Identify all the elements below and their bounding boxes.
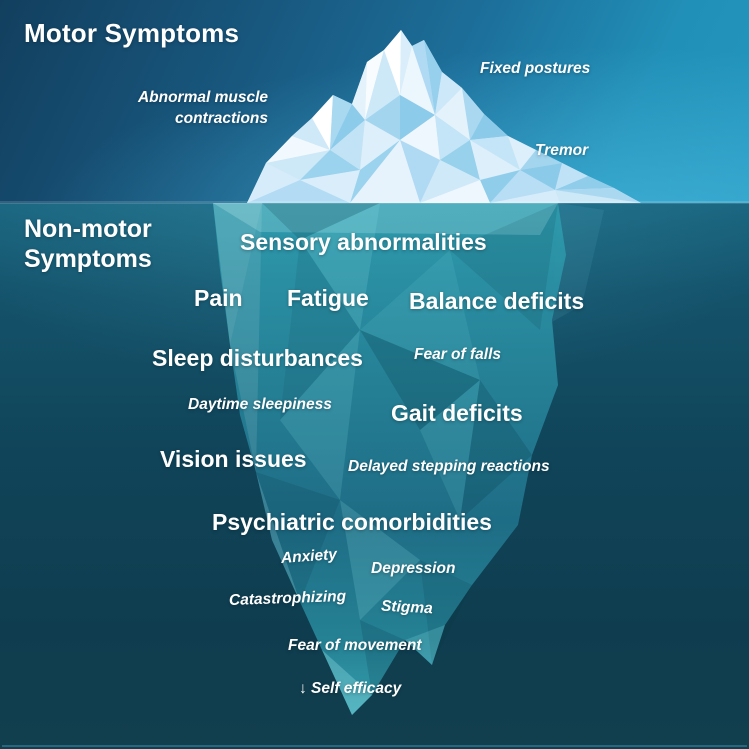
symptom-label-depression: Depression: [371, 560, 456, 577]
symptom-label-abnormal-muscle-contractions: Abnormal muscle contractions: [137, 89, 268, 127]
symptom-label-psychiatric-comorbidities: Psychiatric comorbidities: [212, 509, 492, 535]
symptom-label-sensory-abnormalities: Sensory abnormalities: [240, 229, 487, 255]
iceberg-below-water: [213, 203, 604, 715]
symptom-label-stigma: Stigma: [380, 597, 434, 618]
symptom-label-delayed-stepping-reactions: Delayed stepping reactions: [348, 458, 550, 475]
symptom-label-anxiety: Anxiety: [280, 546, 338, 567]
symptom-label-fatigue: Fatigue: [287, 285, 369, 311]
symptom-label-vision-issues: Vision issues: [160, 446, 307, 472]
symptom-label-tremor: Tremor: [535, 142, 589, 159]
non-motor-symptoms-header: Non-motor Symptoms: [24, 215, 152, 273]
iceberg-above-water: [247, 30, 641, 203]
symptom-label-fear-of-movement: Fear of movement: [288, 637, 422, 654]
symptom-label-balance-deficits: Balance deficits: [409, 288, 585, 314]
bottom-edge-line: [2, 745, 747, 747]
symptom-label-fear-of-falls: Fear of falls: [414, 346, 501, 363]
waterline: [0, 201, 749, 204]
symptom-label-sleep-disturbances: Sleep disturbances: [152, 345, 363, 371]
symptom-label-self-efficacy: ↓ Self efficacy: [299, 680, 402, 697]
symptom-label-fixed-postures: Fixed postures: [480, 60, 591, 77]
symptom-label-pain: Pain: [194, 285, 243, 311]
motor-symptoms-header: Motor Symptoms: [24, 18, 240, 48]
symptom-label-gait-deficits: Gait deficits: [391, 400, 523, 426]
symptom-label-daytime-sleepiness: Daytime sleepiness: [188, 396, 332, 413]
